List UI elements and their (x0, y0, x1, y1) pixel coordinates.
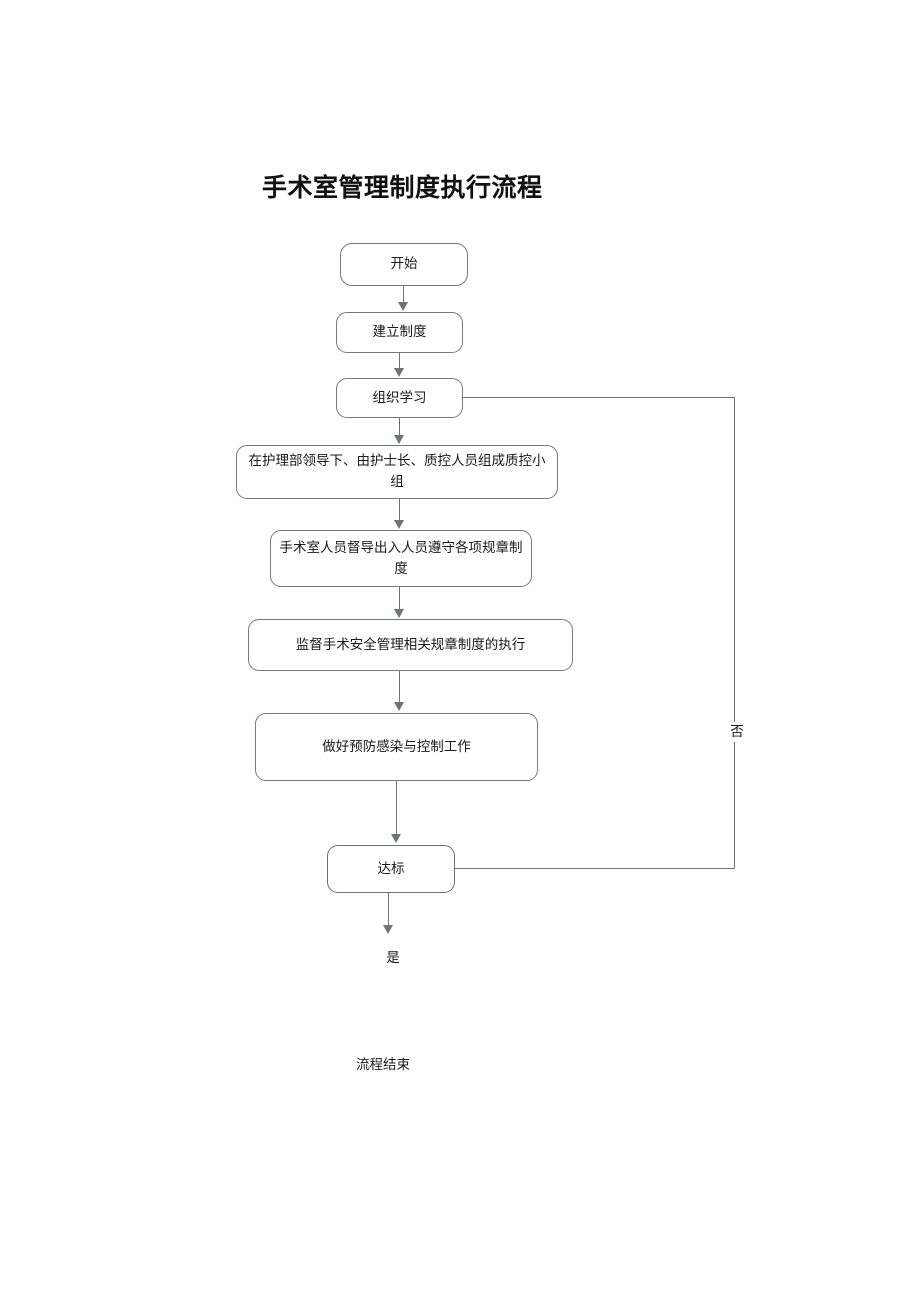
edge-label-no: 否 (722, 722, 752, 743)
connector-group-to-supervise (399, 499, 401, 520)
page-title: 手术室管理制度执行流程 (262, 173, 543, 202)
connector-monitor-to-infection (399, 671, 401, 703)
flow-node-organize-study[interactable]: 组织学习 (336, 378, 463, 418)
arrowhead-monitor-to-infection (394, 702, 404, 711)
arrowhead-supervise-to-monitor (394, 609, 404, 618)
flow-node-meets-standard-decision[interactable]: 达标 (327, 845, 455, 893)
arrowhead-group-to-supervise (394, 520, 404, 529)
connector-loop-bottom (455, 868, 735, 870)
arrowhead-study-to-group (394, 435, 404, 444)
flow-node-start[interactable]: 开始 (340, 243, 468, 286)
connector-study-to-group (399, 418, 401, 435)
flow-node-monitor-regulations[interactable]: 监督手术安全管理相关规章制度的执行 (248, 619, 573, 671)
arrowhead-start-to-establish (398, 302, 408, 311)
connector-loop-right (734, 397, 736, 868)
flow-node-establish-system[interactable]: 建立制度 (336, 312, 463, 353)
connector-start-to-establish (403, 286, 405, 303)
connector-decision-yes (388, 893, 390, 926)
flow-end-note: 流程结束 (356, 1057, 410, 1073)
connector-loop-top (463, 397, 735, 399)
flow-node-quality-control-group[interactable]: 在护理部领导下、由护士长、质控人员组成质控小组 (236, 445, 558, 499)
flow-node-infection-control[interactable]: 做好预防感染与控制工作 (255, 713, 538, 781)
connector-supervise-to-monitor (399, 587, 401, 609)
connector-establish-to-study (399, 353, 401, 369)
flow-node-supervise-personnel[interactable]: 手术室人员督导出入人员遵守各项规章制度 (270, 530, 532, 587)
arrowhead-infection-to-decision (391, 834, 401, 843)
arrowhead-establish-to-study (394, 368, 404, 377)
connector-infection-to-decision (396, 781, 398, 835)
arrowhead-decision-yes (383, 925, 393, 934)
edge-label-yes: 是 (378, 948, 408, 969)
